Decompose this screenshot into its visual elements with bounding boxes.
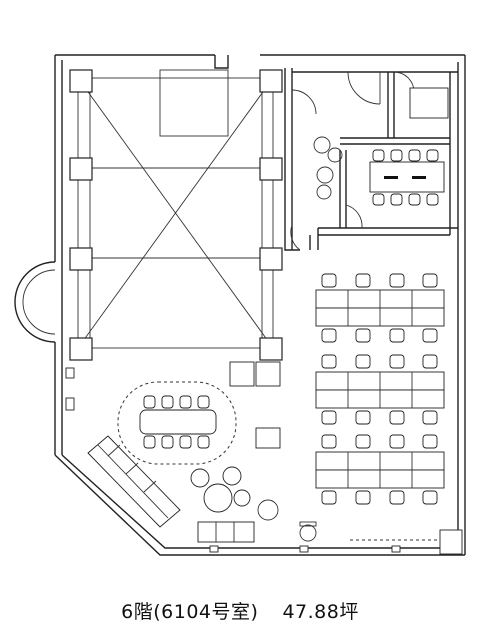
workstation-desks	[315, 289, 445, 489]
sofa	[87, 435, 181, 528]
workstation-chairs	[321, 273, 438, 505]
bottom-window-sills	[209, 529, 463, 555]
meeting-room-table	[369, 149, 445, 206]
bottom-sofa	[197, 521, 255, 543]
interior-walls	[284, 68, 458, 251]
lounge-round-table	[190, 466, 251, 513]
outer-walls	[14, 54, 466, 556]
cabinets	[65, 361, 281, 449]
plants	[257, 136, 343, 542]
floor-caption: 6階(6104号室) 47.88坪	[0, 590, 480, 630]
atrium-void	[77, 69, 274, 349]
doors	[290, 71, 449, 251]
area-label: 47.88坪	[282, 600, 359, 623]
lounge-meeting-area	[117, 381, 237, 465]
structural-columns	[69, 69, 283, 361]
floor-room-label: 6階(6104号室)	[121, 600, 259, 623]
